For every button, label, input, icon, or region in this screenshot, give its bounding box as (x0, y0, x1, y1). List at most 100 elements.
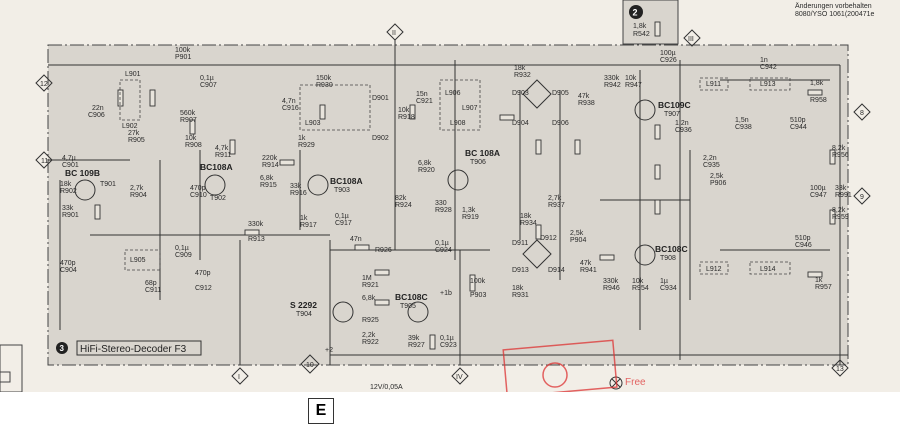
svg-text:2,7k: 2,7k (130, 185, 144, 192)
svg-text:D902: D902 (372, 135, 389, 142)
svg-text:33k: 33k (290, 183, 302, 190)
board-title-box (76, 340, 202, 356)
svg-text:470p: 470p (60, 260, 76, 267)
svg-text:R956: R956 (832, 152, 849, 159)
svg-text:R916: R916 (290, 190, 307, 197)
svg-text:T901: T901 (100, 181, 116, 188)
transistor-t907 (634, 99, 656, 121)
svg-text:III: III (688, 36, 694, 43)
transistor-t903 (307, 174, 329, 196)
svg-text:P901: P901 (175, 54, 191, 61)
svg-text:D912: D912 (540, 235, 557, 242)
schematic-diagram: 2 1,8k R542 Änderungen vorbehalten 8080/… (0, 0, 900, 392)
svg-text:II: II (392, 30, 396, 37)
svg-text:510p: 510p (795, 235, 811, 242)
svg-text:T906: T906 (470, 159, 486, 166)
svg-text:R917: R917 (300, 222, 317, 229)
svg-text:R915: R915 (260, 182, 277, 189)
svg-text:22n: 22n (92, 105, 104, 112)
svg-text:4,7k: 4,7k (215, 145, 229, 152)
module-number-badge (629, 5, 643, 19)
svg-text:13: 13 (836, 366, 844, 373)
svg-text:330k: 330k (248, 221, 264, 228)
svg-text:10: 10 (306, 362, 314, 369)
svg-text:C901: C901 (62, 162, 79, 169)
svg-text:2,2n: 2,2n (703, 155, 717, 162)
svg-text:11: 11 (41, 158, 48, 165)
header-note: Änderungen vorbehalten (795, 2, 872, 10)
svg-text:0,1µ: 0,1µ (200, 75, 214, 82)
svg-text:R947: R947 (625, 82, 642, 89)
lamp-label: 12V/0,05A (370, 384, 403, 391)
svg-text:L901: L901 (125, 71, 141, 78)
svg-text:C946: C946 (795, 242, 812, 249)
svg-text:D913: D913 (512, 267, 529, 274)
svg-text:12: 12 (40, 81, 48, 88)
svg-text:D906: D906 (552, 120, 569, 127)
svg-text:R918: R918 (398, 114, 415, 121)
svg-text:R946: R946 (603, 285, 620, 292)
svg-text:R942: R942 (604, 82, 621, 89)
svg-text:R921: R921 (362, 282, 379, 289)
adjacent-board-edge (0, 344, 23, 392)
svg-text:R958: R958 (810, 97, 827, 104)
svg-text:L913: L913 (760, 81, 776, 88)
svg-text:P904: P904 (570, 237, 586, 244)
connectors: 12 11 8 9 II III I IV 10 13 +2 +1b (35, 23, 871, 385)
svg-text:R929: R929 (298, 142, 315, 149)
svg-text:C936: C936 (675, 127, 692, 134)
svg-text:560k: 560k (180, 110, 196, 117)
svg-text:330k: 330k (604, 75, 620, 82)
module-2-box (622, 0, 679, 45)
svg-text:15n: 15n (416, 91, 428, 98)
header-code: 8080/YSO 1061(200471e (795, 11, 875, 18)
svg-text:IV: IV (456, 374, 463, 381)
transistors (74, 99, 656, 323)
svg-text:C916: C916 (282, 105, 299, 112)
transistor-t902 (204, 174, 226, 196)
svg-text:2,5k: 2,5k (570, 230, 584, 237)
svg-text:9: 9 (860, 194, 864, 201)
svg-text:1µ: 1µ (660, 278, 668, 285)
svg-text:C917: C917 (335, 220, 352, 227)
svg-text:L902: L902 (122, 123, 138, 130)
svg-text:18k: 18k (514, 65, 526, 72)
transistor-t906 (447, 169, 469, 191)
transistor-t908 (634, 244, 656, 266)
board-number-badge (56, 342, 68, 354)
svg-text:R914: R914 (262, 162, 279, 169)
svg-text:2,2k: 2,2k (362, 332, 376, 339)
svg-text:R907: R907 (180, 117, 197, 124)
svg-text:C906: C906 (88, 112, 105, 119)
svg-text:L914: L914 (760, 266, 776, 273)
svg-text:D903: D903 (512, 90, 529, 97)
svg-text:C923: C923 (440, 342, 457, 349)
svg-text:R925: R925 (362, 317, 379, 324)
svg-text:T902: T902 (210, 195, 226, 202)
svg-text:L907: L907 (462, 105, 478, 112)
svg-text:C910: C910 (190, 192, 207, 199)
figure-label: E (308, 398, 334, 424)
svg-text:BC109C: BC109C (658, 100, 691, 110)
svg-text:100µ: 100µ (810, 185, 826, 192)
svg-text:2,7k: 2,7k (548, 195, 562, 202)
svg-text:C942: C942 (760, 64, 777, 71)
svg-text:100k: 100k (175, 47, 191, 54)
svg-text:BC 108A: BC 108A (465, 148, 500, 158)
svg-text:C944: C944 (790, 124, 807, 131)
svg-text:R927: R927 (408, 342, 425, 349)
svg-text:0,1µ: 0,1µ (440, 335, 454, 342)
svg-text:47k: 47k (580, 260, 592, 267)
svg-text:R919: R919 (462, 214, 479, 221)
resistor-r542 (654, 21, 661, 37)
svg-text:R932: R932 (514, 72, 531, 79)
svg-text:470p: 470p (190, 185, 206, 192)
svg-text:R930: R930 (316, 82, 333, 89)
svg-text:T904: T904 (296, 311, 312, 318)
svg-text:I: I (238, 374, 240, 381)
svg-text:R937: R937 (548, 202, 565, 209)
